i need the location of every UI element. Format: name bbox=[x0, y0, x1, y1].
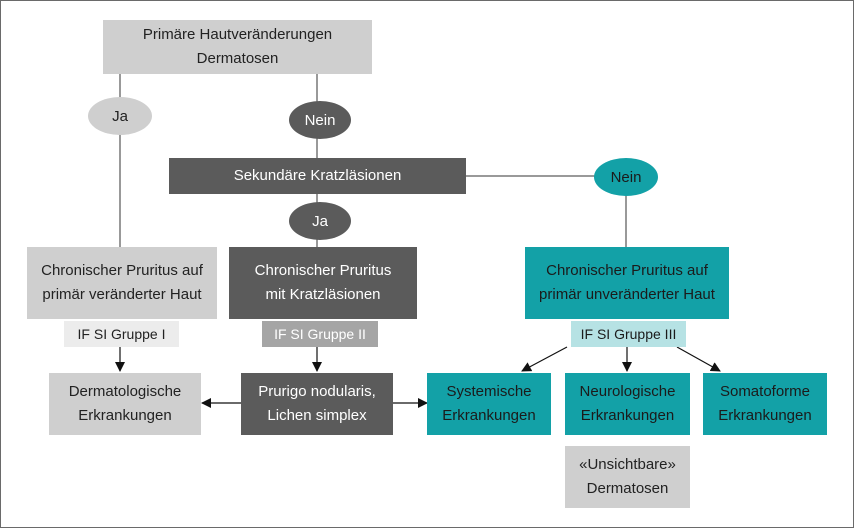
group-3-tag: IF SI Gruppe III bbox=[571, 321, 686, 347]
invisible-dermatoses-line1: «Unsichtbare» bbox=[579, 456, 676, 473]
dermatologic-diseases-line1: Dermatologische bbox=[68, 383, 182, 400]
primary-skin-changes-box: Primäre Hautveränderungen Dermatosen bbox=[103, 20, 372, 74]
pruritus-altered-skin-box: Chronischer Pruritus auf primär veränder… bbox=[27, 247, 217, 319]
group-2-tag-label: IF SI Gruppe II bbox=[274, 326, 366, 342]
secondary-scratch-lesions-box: Sekundäre Kratzläsionen bbox=[169, 158, 466, 194]
yes-oval-center-label: Ja bbox=[312, 212, 328, 230]
somatoform-diseases-line1: Somatoforme bbox=[719, 383, 811, 400]
no-oval-center-label: Nein bbox=[304, 111, 336, 129]
pruritus-altered-skin-line1: Chronischer Pruritus auf bbox=[41, 262, 203, 279]
yes-oval-left-label: Ja bbox=[112, 107, 128, 125]
arrow-group3-to-systemic bbox=[521, 346, 568, 372]
group-1-tag-label: IF SI Gruppe I bbox=[77, 326, 166, 342]
arrow-group3-to-somatoform bbox=[676, 346, 721, 372]
systemic-diseases-line1: Systemische bbox=[446, 383, 532, 400]
yes-oval-left: Ja bbox=[88, 97, 152, 135]
pruritus-scratch-lesions-line1: Chronischer Pruritus bbox=[254, 262, 392, 279]
group-1-tag: IF SI Gruppe I bbox=[64, 321, 179, 347]
pruritus-unaltered-skin-line2: primär unveränderter Haut bbox=[539, 286, 715, 303]
neurologic-diseases-box: Neurologische Erkrankungen bbox=[565, 373, 690, 435]
systemic-diseases-box: Systemische Erkrankungen bbox=[427, 373, 551, 435]
primary-skin-changes-line2: Dermatosen bbox=[196, 50, 279, 67]
invisible-dermatoses-line2: Dermatosen bbox=[586, 480, 669, 497]
neurologic-diseases-line1: Neurologische bbox=[579, 383, 676, 400]
pruritus-scratch-lesions-box: Chronischer Pruritus mit Kratzläsionen bbox=[229, 247, 417, 319]
group-2-tag: IF SI Gruppe II bbox=[262, 321, 378, 347]
prurigo-lichen-box: Prurigo nodularis, Lichen simplex bbox=[241, 373, 393, 435]
primary-skin-changes-line1: Primäre Hautveränderungen bbox=[142, 26, 333, 43]
somatoform-diseases-line2: Erkrankungen bbox=[718, 407, 812, 424]
no-oval-center: Nein bbox=[289, 101, 351, 139]
pruritus-unaltered-skin-line1: Chronischer Pruritus auf bbox=[546, 262, 708, 279]
pruritus-unaltered-skin-box: Chronischer Pruritus auf primär unveränd… bbox=[525, 247, 729, 319]
dermatologic-diseases-line2: Erkrankungen bbox=[78, 407, 172, 424]
neurologic-diseases-line2: Erkrankungen bbox=[580, 407, 675, 424]
secondary-scratch-lesions-label: Sekundäre Kratzläsionen bbox=[233, 167, 402, 184]
yes-oval-center: Ja bbox=[289, 202, 351, 240]
dermatologic-diseases-box: Dermatologische Erkrankungen bbox=[49, 373, 201, 435]
group-3-tag-label: IF SI Gruppe III bbox=[580, 326, 677, 342]
no-oval-right: Nein bbox=[594, 158, 658, 196]
prurigo-lichen-line2: Lichen simplex bbox=[267, 407, 367, 424]
invisible-dermatoses-box: «Unsichtbare» Dermatosen bbox=[565, 446, 690, 508]
pruritus-altered-skin-line2: primär veränderter Haut bbox=[42, 286, 202, 303]
systemic-diseases-line2: Erkrankungen bbox=[442, 407, 536, 424]
no-oval-right-label: Nein bbox=[610, 168, 642, 186]
prurigo-lichen-line1: Prurigo nodularis, bbox=[258, 383, 376, 400]
somatoform-diseases-box: Somatoforme Erkrankungen bbox=[703, 373, 827, 435]
pruritus-scratch-lesions-line2: mit Kratzläsionen bbox=[265, 286, 381, 303]
